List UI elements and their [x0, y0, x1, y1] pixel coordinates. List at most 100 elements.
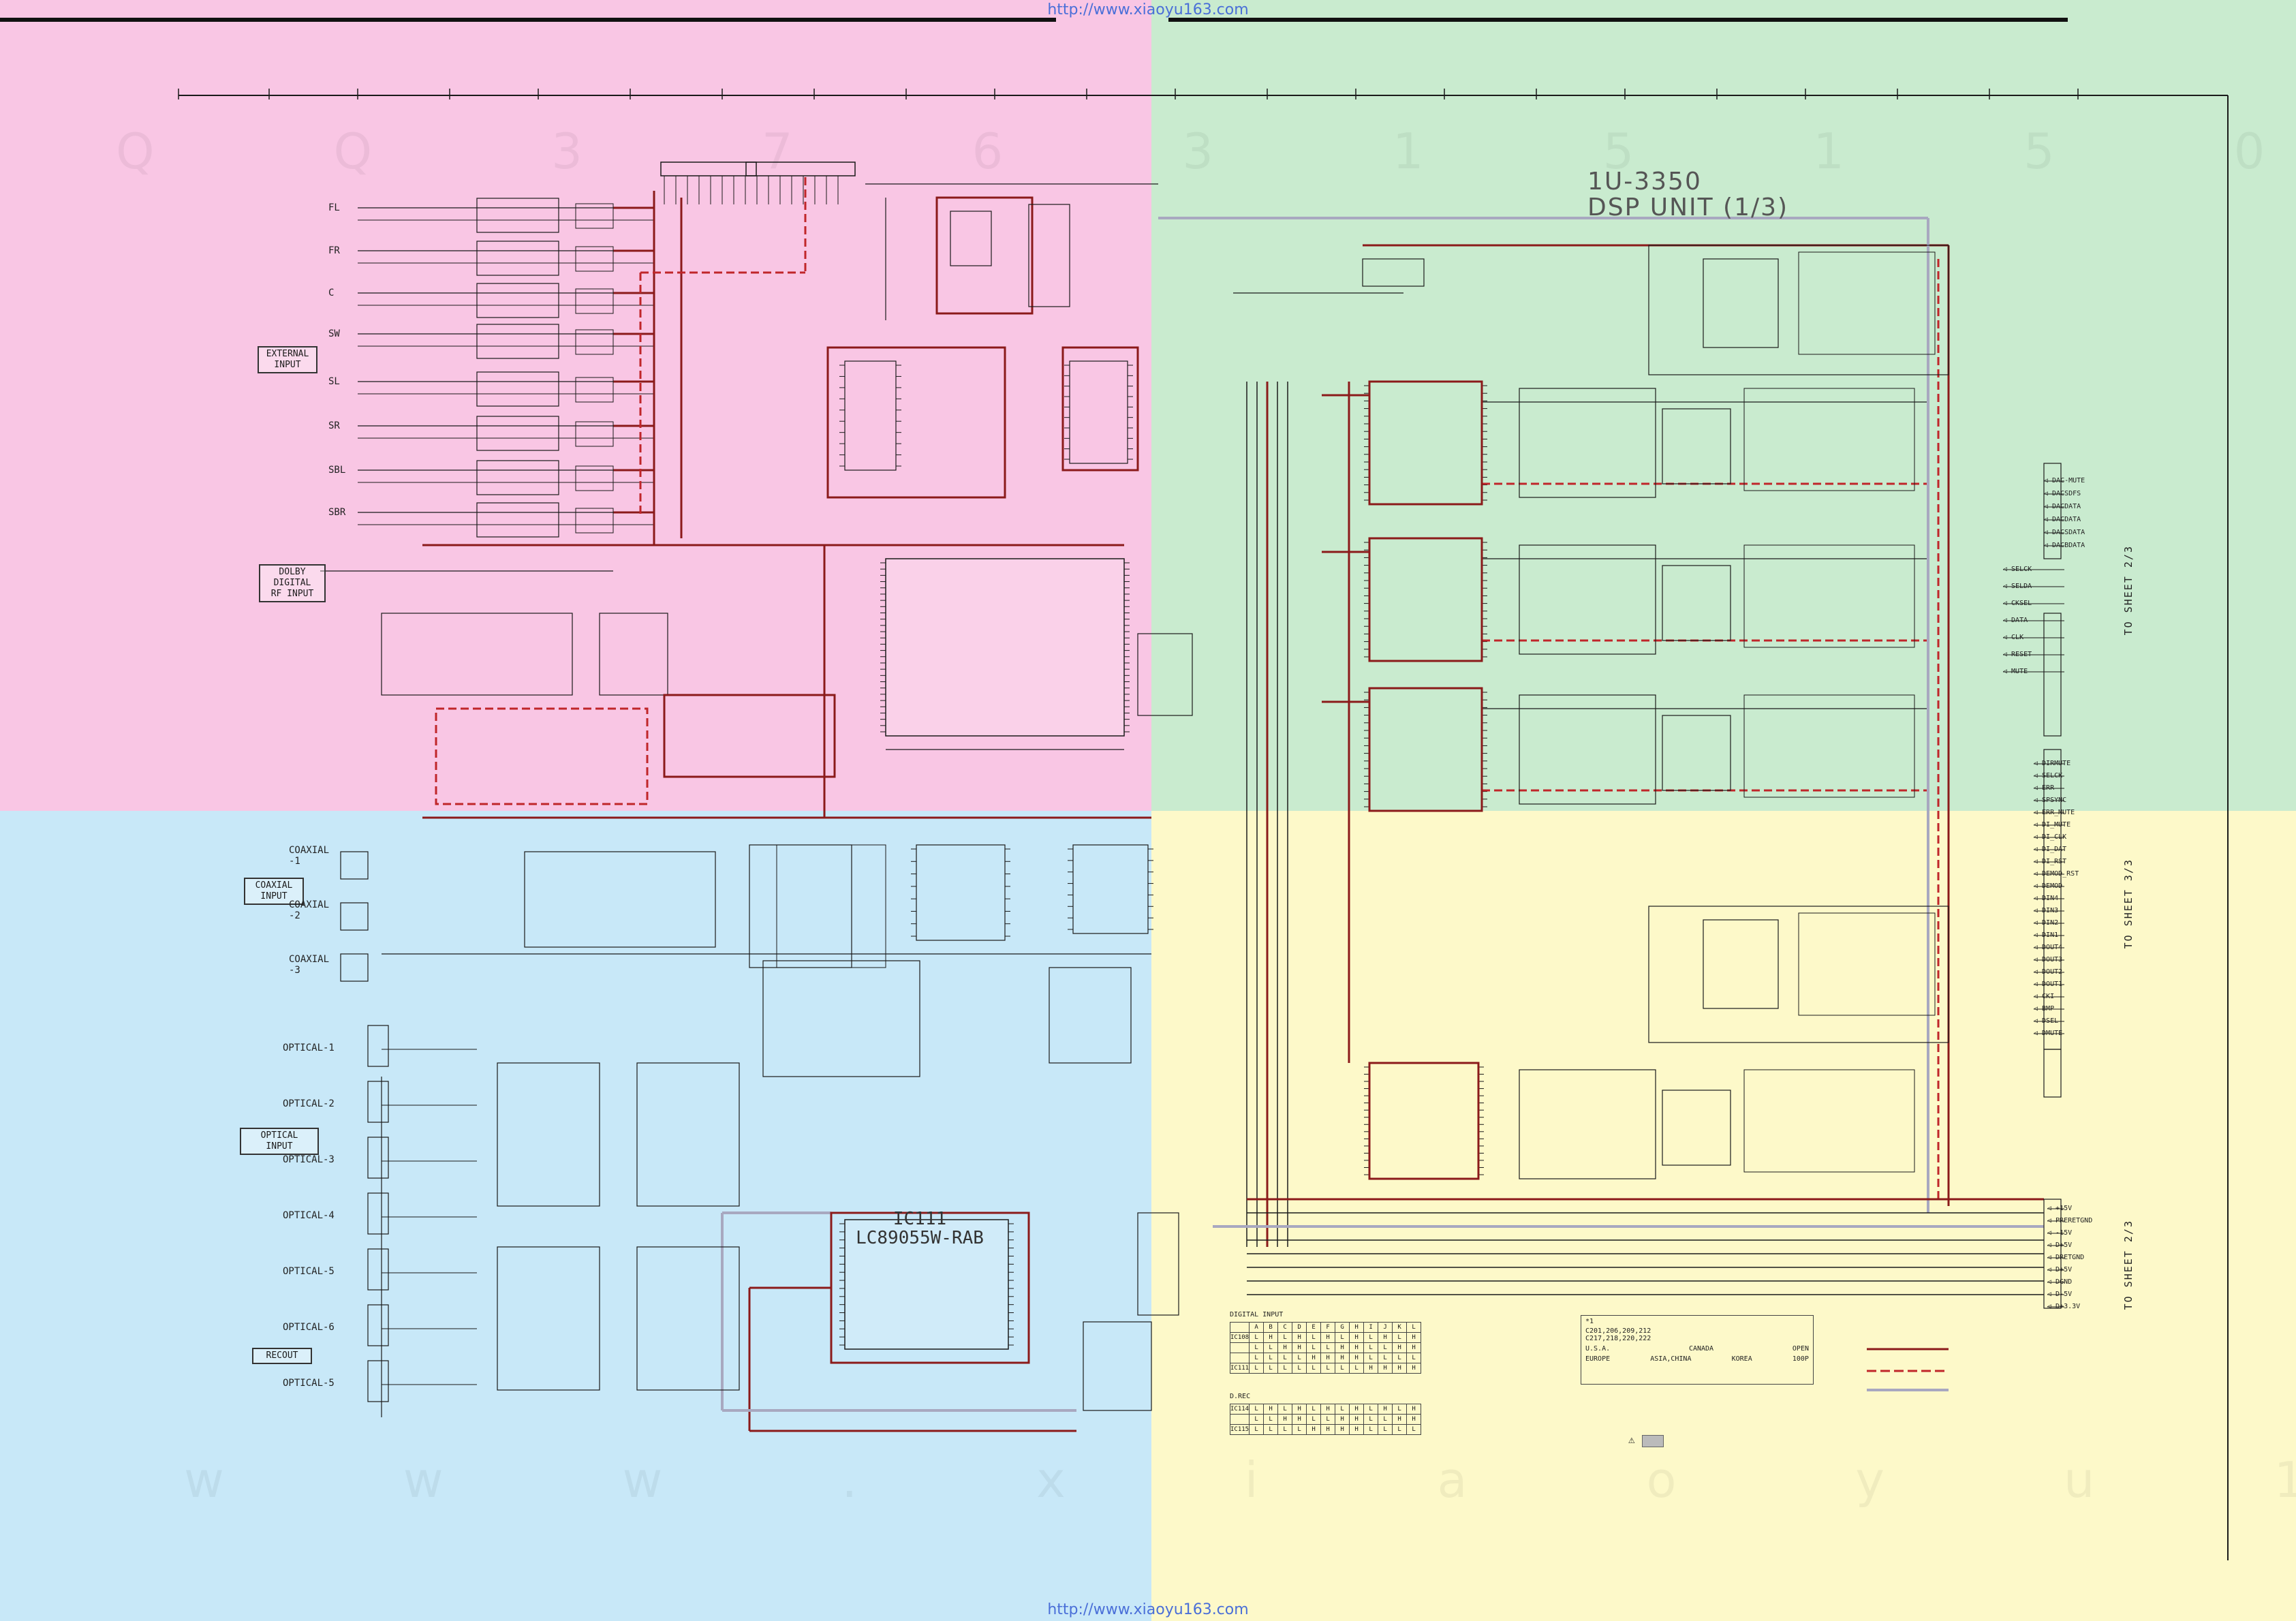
note-region-2c: KOREA — [1731, 1355, 1752, 1363]
digital-input-table-cell: L — [1277, 1353, 1293, 1363]
amp-tr-bottom — [1798, 912, 1936, 1016]
digital-input-table-cell: H — [1277, 1342, 1293, 1353]
dir-signal-label: ◁ DI_MUTE — [2034, 821, 2071, 829]
coax-buffer — [749, 844, 852, 968]
recout-label: RECOUT — [252, 1348, 312, 1364]
sel-signal-label: ◁ RESET — [2003, 651, 2032, 658]
opamp-ic — [950, 211, 992, 266]
quadrant-top-left — [0, 0, 1151, 811]
rec-table-cell: H — [1306, 1424, 1322, 1435]
digital-input-table-cell: H — [1320, 1353, 1336, 1363]
dac-ic-2 — [1368, 687, 1483, 812]
resistor-block — [575, 288, 614, 314]
optical-connector — [367, 1025, 389, 1067]
mux-ic-d — [636, 1246, 740, 1391]
dir-signal-label: ◁ SELCK — [2034, 772, 2063, 779]
power-amp-tr — [1798, 251, 1936, 355]
digital-input-table-cell: F — [1320, 1322, 1336, 1333]
rec-table-cell: L — [1263, 1424, 1279, 1435]
external-input-label: EXTERNAL INPUT — [258, 346, 317, 373]
power-signal-label: ◁ D-5V — [2047, 1291, 2073, 1298]
optical-label: OPTICAL-5 — [283, 1378, 335, 1389]
rec-table-cell: L — [1378, 1414, 1393, 1425]
dsp-ext-header — [1137, 633, 1193, 716]
digital-input-table-cell: H — [1306, 1353, 1322, 1363]
ic111-region — [830, 1211, 1030, 1364]
dir-signal-label: ◁ ERR_MUTE — [2034, 809, 2075, 816]
dir-signal-label: ◁ DI_DAT — [2034, 846, 2067, 853]
optical-input-label: OPTICAL INPUT — [240, 1128, 319, 1155]
optical-label: OPTICAL-6 — [283, 1322, 335, 1333]
power-signal-label: ◁ D+5V — [2047, 1266, 2073, 1273]
power-signal-label: ◁ DRETGND — [2047, 1254, 2085, 1261]
wire-layer — [178, 89, 2229, 1560]
rec-table-title: D.REC — [1230, 1393, 1251, 1400]
dolby-input-label: DOLBY DIGITAL RF INPUT — [259, 564, 326, 602]
rec-table-cell: IC114 — [1229, 1404, 1250, 1415]
rec-table-cell: L — [1363, 1404, 1379, 1415]
ic106-chip — [916, 844, 1006, 941]
digital-input-table-cell: I — [1363, 1322, 1379, 1333]
optical-connector — [367, 1137, 389, 1179]
rec-table-cell: L — [1306, 1404, 1322, 1415]
dir-signal-label: ◁ DOUT1 — [2034, 981, 2063, 988]
rec-table-cell: IC115 — [1229, 1424, 1250, 1435]
quadrant-bottom-left — [0, 811, 1151, 1621]
dac-ic-0 — [1368, 380, 1483, 506]
rec-table-cell: H — [1349, 1404, 1365, 1415]
digital-input-table-cell: L — [1406, 1353, 1422, 1363]
sheet-ref-3: TO SHEET 2/3 — [2122, 1220, 2135, 1310]
power-signal-label: ◁ D+5V — [2047, 1241, 2073, 1249]
ic113-chip — [1069, 360, 1128, 464]
dir-signal-label: ◁ DIN4 — [2034, 895, 2059, 902]
digital-input-table-title: DIGITAL INPUT — [1230, 1311, 1284, 1318]
resistor-block — [575, 203, 614, 229]
note-region-1: U.S.A. — [1585, 1345, 1611, 1353]
dac-signal-label: ◁ DACBDATA — [2044, 542, 2085, 549]
dac-signal-label: ◁ DAC-MUTE — [2044, 477, 2085, 484]
rec-table-cell: H — [1320, 1404, 1336, 1415]
digital-input-table-cell: L — [1277, 1363, 1293, 1374]
digital-input-table-cell: H — [1263, 1332, 1279, 1343]
dac-output-bottom — [1743, 1069, 1915, 1173]
region-note: *1 C201,206,209,212 C217,218,220,222 U.S… — [1581, 1315, 1814, 1385]
digital-input-table-cell: L — [1363, 1332, 1379, 1343]
note-region-2: EUROPE — [1585, 1355, 1611, 1363]
ic-region-red — [826, 346, 1006, 499]
digital-input-table-cell: H — [1406, 1342, 1422, 1353]
opamp-block — [476, 502, 559, 538]
connector-cn2 — [745, 161, 856, 176]
power-signal-label: ◁ -15V — [2047, 1229, 2073, 1237]
mux-ic-c — [497, 1246, 600, 1391]
digital-input-table-cell: L — [1392, 1353, 1408, 1363]
rec-table-cell: L — [1406, 1424, 1422, 1435]
digital-input-table-cell: L — [1292, 1363, 1307, 1374]
url-top[interactable]: http://www.xiaoyu163.com — [1047, 1, 1249, 18]
channel-label: C — [328, 288, 335, 298]
resistor-block — [575, 508, 614, 534]
digital-input-table-cell: L — [1277, 1332, 1293, 1343]
regulator-ic — [1028, 204, 1070, 307]
channel-label: SBL — [328, 465, 346, 476]
channel-label: SBR — [328, 507, 346, 518]
dac-opamp-0 — [1662, 408, 1731, 484]
channel-label: SW — [328, 328, 340, 339]
sel-signal-label: ◁ CKSEL — [2003, 600, 2032, 607]
sel-signal-label: ◁ CLK — [2003, 634, 2024, 641]
url-bottom[interactable]: http://www.xiaoyu163.com — [1047, 1601, 1249, 1618]
rec-table-cell: H — [1292, 1404, 1307, 1415]
digital-input-table-cell: L — [1263, 1363, 1279, 1374]
dac-opamp-bottom — [1662, 1090, 1731, 1166]
rec-table-cell: H — [1378, 1404, 1393, 1415]
digital-input-table-cell: L — [1306, 1363, 1322, 1374]
dac-opamp-2 — [1662, 715, 1731, 791]
note-line-2: C201,206,209,212 — [1585, 1327, 1651, 1335]
ic111-chip — [844, 1219, 1009, 1350]
digital-input-table-cell: L — [1349, 1363, 1365, 1374]
optical-connector — [367, 1248, 389, 1291]
dir-signal-label: ◁ ERR — [2034, 784, 2055, 792]
connector-right — [1137, 1212, 1179, 1316]
